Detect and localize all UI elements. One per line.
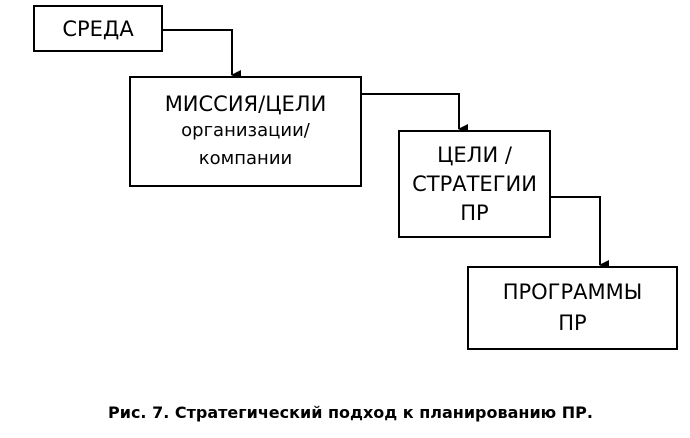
goals-line-1: ЦЕЛИ /: [437, 142, 512, 167]
mission-line-organization: организации/: [181, 119, 310, 141]
arrow-mission-to-goals: [362, 93, 468, 134]
goals-strategies-box: ЦЕЛИ / СТРАТЕГИИ ПР: [398, 130, 551, 238]
arrow-goals-to-programs: [551, 196, 609, 270]
environment-box: СРЕДА: [33, 5, 163, 52]
mission-title: МИССИЯ/ЦЕЛИ: [164, 91, 327, 116]
mission-line-company: компании: [198, 147, 293, 169]
programs-box: ПРОГРАММЫ ПР: [467, 266, 678, 350]
goals-line-2: СТРАТЕГИИ: [412, 171, 537, 196]
mission-goals-box: МИССИЯ/ЦЕЛИ организации/ компании: [129, 76, 362, 187]
programs-line-2: ПР: [558, 311, 587, 335]
arrow-environment-to-mission: [163, 29, 241, 80]
environment-label: СРЕДА: [62, 16, 134, 41]
goals-line-3: ПР: [460, 200, 489, 225]
figure-caption: Рис. 7. Стратегический подход к планиров…: [108, 403, 593, 422]
programs-line-1: ПРОГРАММЫ: [502, 280, 643, 304]
